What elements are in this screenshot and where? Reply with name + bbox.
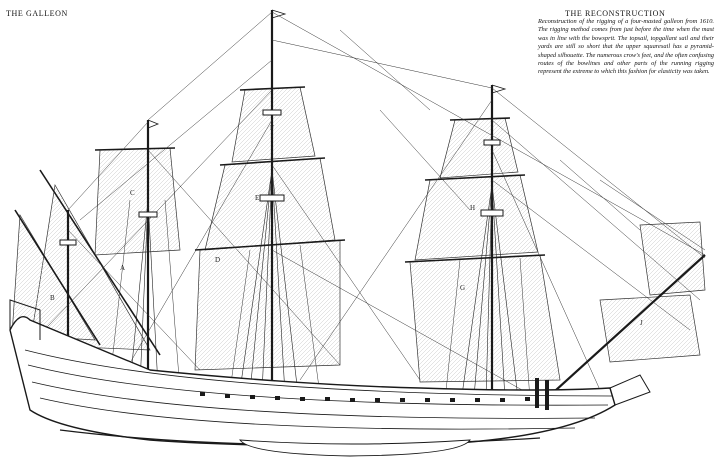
sail-letter: C bbox=[130, 189, 135, 197]
beakhead bbox=[609, 374, 651, 406]
wale-3 bbox=[31, 381, 596, 419]
wale-2 bbox=[27, 364, 609, 406]
gunports bbox=[200, 378, 549, 410]
wale-1 bbox=[24, 349, 613, 397]
main-topsail bbox=[204, 157, 336, 251]
figure-caption: Reconstruction of the rigging of a four-… bbox=[538, 18, 714, 76]
sail-letter: F bbox=[270, 124, 274, 132]
sail-letter: D bbox=[215, 256, 220, 264]
flags bbox=[147, 9, 507, 129]
mizzen-topsail bbox=[94, 147, 181, 256]
running-header-right: THE RECONSTRUCTION bbox=[565, 9, 666, 18]
running-header-left: THE GALLEON bbox=[6, 9, 68, 18]
sail-letter: G bbox=[460, 284, 465, 292]
shrouds bbox=[129, 169, 519, 399]
sail-letter: E bbox=[255, 194, 259, 202]
sprit-topsail bbox=[639, 221, 706, 296]
yards bbox=[14, 86, 546, 356]
mast-tops bbox=[59, 109, 504, 246]
sail-letter: J bbox=[640, 319, 643, 327]
sail-letter: B bbox=[50, 294, 55, 302]
fore-topgallant bbox=[439, 117, 519, 179]
fore-course-sail bbox=[409, 254, 561, 383]
fore-topsail bbox=[414, 174, 539, 261]
sails bbox=[11, 86, 706, 383]
sail-letter: A bbox=[120, 264, 125, 272]
hull-outline bbox=[9, 316, 616, 447]
ships-boat bbox=[239, 439, 471, 457]
sail-letter: H bbox=[470, 204, 475, 212]
bowsprit bbox=[544, 254, 706, 401]
wale-4 bbox=[39, 397, 576, 430]
sail-letters: A B C D E F G H J bbox=[50, 124, 643, 327]
stern-castle bbox=[9, 299, 41, 340]
